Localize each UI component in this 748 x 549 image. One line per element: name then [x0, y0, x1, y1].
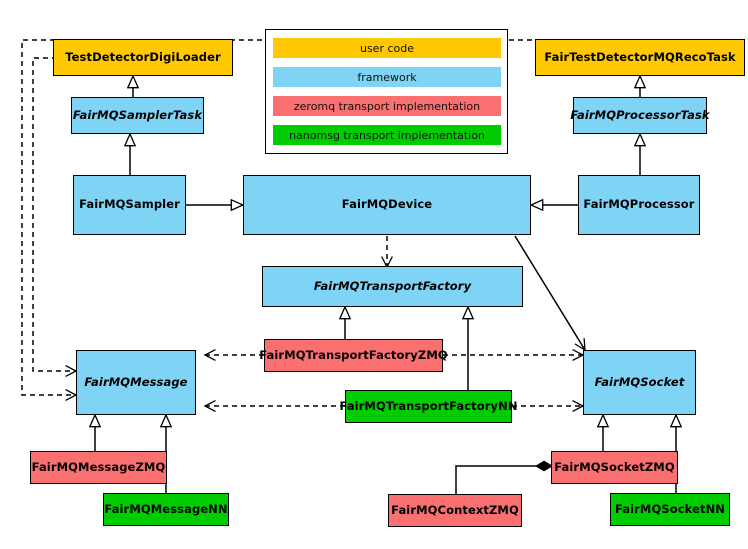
class-label: FairMQProcessor [583, 197, 695, 212]
class-label: FairMQSocket [594, 374, 685, 389]
class-label: FairMQDevice [341, 197, 433, 212]
class-fairmq-sampler-task[interactable]: FairMQSamplerTask [71, 97, 204, 134]
class-label: FairMQTransportFactoryNN [339, 398, 518, 413]
legend-label: framework [357, 70, 417, 84]
class-label: FairMQMessage [84, 374, 188, 389]
legend-label: user code [359, 41, 415, 55]
class-label: FairMQSocketNN [614, 501, 726, 516]
class-fairmq-processor[interactable]: FairMQProcessor [578, 175, 700, 235]
class-label: FairMQSampler [79, 197, 180, 212]
class-fairmq-transport-factory-zmq[interactable]: FairMQTransportFactoryZMQ [259, 339, 448, 372]
class-fairmq-socket[interactable]: FairMQSocket [583, 350, 696, 415]
class-label: FairMQMessageNN [104, 501, 228, 516]
class-label: FairTestDetectorMQRecoTask [544, 49, 736, 64]
class-fairmq-context-zmq[interactable]: FairMQContextZMQ [388, 494, 522, 527]
legend-item-framework: framework [273, 67, 501, 87]
class-test-detector-digi-loader[interactable]: TestDetectorDigiLoader [53, 39, 233, 76]
class-label: TestDetectorDigiLoader [65, 49, 221, 64]
class-fairmq-transport-factory-nn[interactable]: FairMQTransportFactoryNN [339, 390, 517, 423]
class-fairmq-message-nn[interactable]: FairMQMessageNN [103, 493, 229, 526]
class-label: FairMQContextZMQ [391, 502, 519, 517]
class-label: FairMQTransportFactoryZMQ [259, 347, 448, 362]
class-fairmq-socket-zmq[interactable]: FairMQSocketZMQ [551, 451, 678, 484]
class-fairmq-sampler[interactable]: FairMQSampler [73, 175, 186, 235]
class-label: FairMQSocketZMQ [554, 459, 675, 474]
class-fairmq-device[interactable]: FairMQDevice [243, 175, 531, 235]
edge-digiloader-to-message [32, 57, 78, 377]
class-fair-test-detector-mq-reco-task[interactable]: FairTestDetectorMQRecoTask [535, 39, 745, 76]
edge-socketzmq-composes-contextzmq [455, 460, 553, 495]
legend: user code framework zeromq transport imp… [265, 29, 508, 154]
class-fairmq-socket-nn[interactable]: FairMQSocketNN [610, 493, 730, 526]
class-fairmq-processor-task[interactable]: FairMQProcessorTask [570, 97, 710, 134]
legend-item-user-code: user code [273, 38, 501, 58]
class-fairmq-message-zmq[interactable]: FairMQMessageZMQ [30, 451, 167, 484]
edge-device-to-socket [514, 235, 586, 352]
class-label: FairMQTransportFactory [313, 278, 472, 293]
legend-label: zeromq transport implementation [293, 99, 481, 113]
class-label: FairMQProcessorTask [570, 107, 710, 122]
class-fairmq-message[interactable]: FairMQMessage [76, 350, 196, 415]
class-label: FairMQMessageZMQ [31, 459, 166, 474]
class-fairmq-transport-factory[interactable]: FairMQTransportFactory [262, 266, 523, 307]
legend-label: nanomsg transport implementation [289, 128, 485, 142]
class-label: FairMQSamplerTask [72, 107, 203, 122]
legend-item-nanomsg: nanomsg transport implementation [273, 125, 501, 145]
legend-item-zeromq: zeromq transport implementation [273, 96, 501, 116]
